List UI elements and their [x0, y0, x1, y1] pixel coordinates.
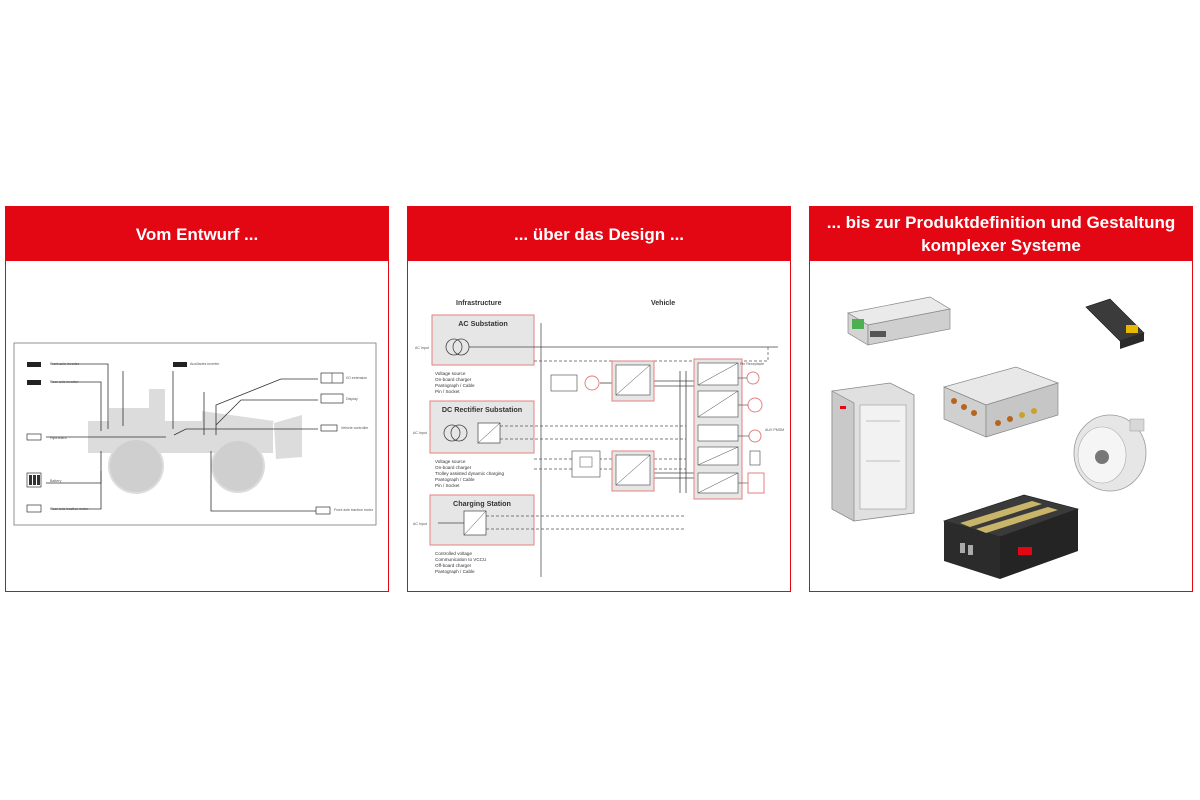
label-rear-axle-inverter: Rear axle inverter [50, 380, 79, 384]
vehicle-controller-icon [320, 424, 338, 432]
dc-substation-box: DC Rectifier Substation [429, 400, 535, 454]
power-supply-unit-image [847, 296, 951, 346]
vehicle-center-converters [611, 360, 655, 492]
label-front-axle-traction-motor: Front axle traction motor [334, 508, 374, 512]
charging-infrastructure-diagram: Infrastructure Vehicle AC Substation AC … [413, 300, 784, 577]
label-front-axle-inverter: Front axle inverter [50, 362, 80, 366]
cs-bullet-3: Off-board charger [435, 563, 472, 568]
control-cabinet-image [831, 382, 915, 522]
front-axle-motor-icon [315, 506, 331, 515]
label-aux-pmsm: AUX PMSM [765, 428, 784, 432]
i-o-extension-icon [320, 372, 344, 384]
label-display: Display [346, 397, 358, 401]
cs-input-label: AC Input [413, 522, 427, 526]
cs-bullet-2: Communication to VCCU [435, 557, 486, 562]
aux-load-icon [749, 450, 761, 466]
dc-bullet-5: Pin / Socket [435, 483, 460, 488]
label-pin-receptacle: Pin Receptacle [740, 362, 764, 366]
electric-motor-image [1073, 414, 1147, 492]
ac-substation-title: AC Substation [458, 319, 508, 328]
label-auxiliaries-inverter: Auxiliaries inverter [190, 362, 220, 366]
rear-axle-motor-icon [26, 504, 42, 513]
dc-bullet-4: Pantograph / Cable [435, 477, 475, 482]
ac-bullet-4: Pin / Socket [435, 389, 460, 394]
cs-bullet-1: Controlled voltage [435, 551, 472, 556]
ac-bullet-1: Voltage source [435, 371, 466, 376]
battery-icon [26, 472, 42, 488]
front-axle-inverter-icon [27, 362, 41, 367]
auxiliaries-inverter-icon [173, 362, 187, 367]
charging-station-box: Charging Station [429, 494, 535, 546]
cs-bullet-4: Pantograph / Cable [435, 569, 475, 574]
label-battery: Battery [50, 479, 62, 483]
dc-substation-title: DC Rectifier Substation [442, 405, 522, 414]
inverter-unit-image [942, 366, 1060, 438]
label-vehicle-controller: Vehicle controller [341, 426, 369, 430]
compact-battery-image [1085, 298, 1145, 349]
label-rear-axle-traction-motor: Rear axle traction motor [50, 507, 89, 511]
rear-axle-inverter-icon [27, 380, 41, 385]
product-photos [831, 296, 1147, 579]
panel-title-design: ... über das Design ... [408, 207, 790, 261]
vehicle-left-components [550, 374, 601, 478]
vehicle-header: Vehicle [651, 300, 675, 307]
infrastructure-header: Infrastructure [456, 300, 502, 307]
design-panel: ... über das Design ... Infrastructure V… [407, 206, 791, 592]
ac-substation-box: AC Substation [431, 314, 778, 366]
dc-bullet-2: On-board charger [435, 465, 472, 470]
panel-title-product: ... bis zur Produktdefinition und Gestal… [810, 207, 1192, 261]
product-panel: ... bis zur Produktdefinition und Gestal… [809, 206, 1193, 592]
label-hydraulics: Hydraulics [50, 436, 67, 440]
traction-battery-image [942, 494, 1080, 579]
display-icon [320, 393, 344, 404]
dc-bullet-1: Voltage source [435, 459, 466, 464]
vehicle-concept-diagram: Front axle inverter Rear axle inverter H… [13, 342, 377, 526]
ac-bullet-3: Pantograph / Cable [435, 383, 475, 388]
charging-station-title: Charging Station [453, 499, 511, 508]
product-images [810, 261, 1192, 591]
dc-bullet-3: Trolley assisted dynamic charging [435, 471, 504, 476]
vehicle-motors [746, 371, 763, 443]
vehicle-right-converter-stack [693, 358, 743, 500]
ac-input-label: AC Input [415, 346, 429, 350]
hydraulics-icon [26, 433, 42, 441]
concept-panel: Vom Entwurf ... [5, 206, 389, 592]
concept-diagram: Front axle inverter Rear axle inverter H… [6, 261, 388, 591]
panel-title-concept: Vom Entwurf ... [6, 207, 388, 261]
design-diagram: Infrastructure Vehicle AC Substation AC … [408, 261, 790, 591]
dc-input-label: AC Input [413, 431, 427, 435]
ac-bullet-2: On-board charger [435, 377, 472, 382]
label-i-o-extension: I/O extension [346, 376, 367, 380]
battery-pack-icon [747, 472, 765, 494]
